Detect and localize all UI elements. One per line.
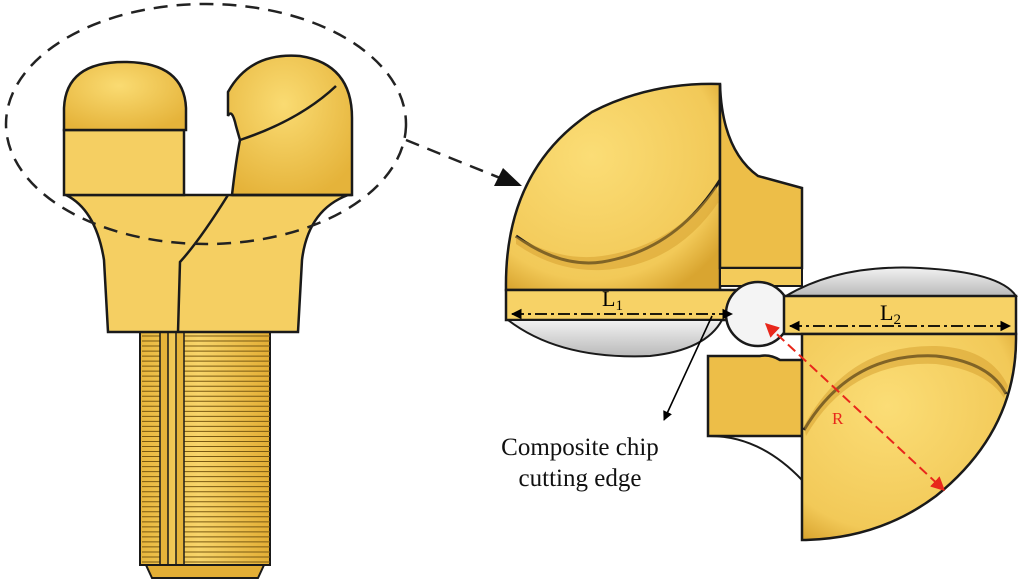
- shank-threads: [142, 335, 270, 563]
- upper-backing-block: [718, 83, 804, 270]
- left-dome-insert: [62, 60, 188, 132]
- radius-label: R: [832, 409, 844, 428]
- l2-label: L2: [880, 300, 901, 328]
- right-dome-insert: [226, 54, 354, 197]
- full-cutter-view: [4, 2, 408, 579]
- cutting-edge-detail-view: L1 L2 R: [504, 82, 1018, 542]
- body-split-line: [176, 194, 230, 333]
- detail-leader-arrow: [405, 138, 522, 186]
- l1-label: L1: [602, 286, 623, 314]
- upper-right-carbide: [782, 266, 1018, 297]
- caption-line-1: Composite chip: [501, 434, 659, 461]
- cutter-body: [65, 193, 349, 334]
- lower-backing-block: [706, 354, 804, 438]
- lower-left-carbide: [505, 319, 724, 358]
- right-insert-cut-line: [239, 85, 337, 142]
- detail-callout-ellipse: [4, 2, 408, 246]
- callout-pointer: [663, 315, 713, 421]
- caption-line-2: cutting edge: [518, 465, 642, 492]
- composite-chip-caption: Composite chip cutting edge: [430, 432, 730, 494]
- radius-arrow: [764, 323, 946, 491]
- threaded-shank: [139, 329, 271, 579]
